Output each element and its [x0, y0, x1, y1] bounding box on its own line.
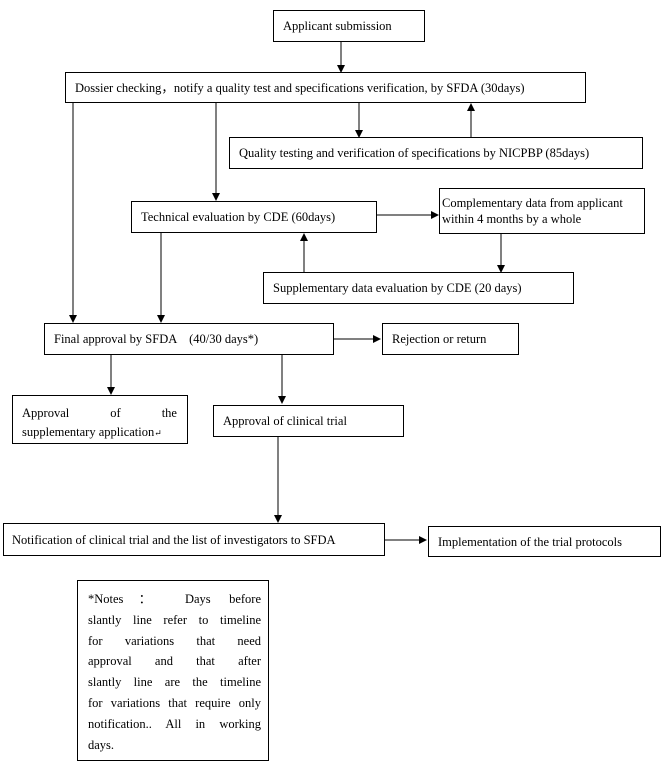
- applicant-submission-label: Applicant submission: [283, 19, 392, 33]
- notes-line-7: notification.. All in working: [88, 716, 261, 731]
- rejection-box: Rejection or return: [382, 323, 519, 355]
- implementation-label: Implementation of the trial protocols: [438, 534, 622, 549]
- supplementary-application-approval-box: Approval of the supplementary applicatio…: [12, 395, 188, 444]
- notes-line-2: slantly line refer to timeline: [88, 612, 261, 627]
- applicant-submission-box: Applicant submission: [273, 10, 425, 42]
- return-mark-icon: ↵: [154, 428, 162, 438]
- dossier-checking-box: Dossier checking，notify a quality test a…: [65, 72, 586, 103]
- notes-line-3: for variations that need: [88, 633, 261, 648]
- final-approval-label: Final approval by SFDA (40/30 days*): [54, 332, 259, 346]
- supplementary-application-label: supplementary application: [22, 425, 155, 439]
- rejection-label: Rejection or return: [392, 332, 487, 346]
- complementary-data-line-2: within 4 months by a whole: [442, 212, 582, 226]
- clinical-trial-approval-box: Approval of clinical trial: [213, 405, 404, 437]
- notification-label: Notification of clinical trial and the l…: [12, 532, 336, 547]
- complementary-data-line-1: Complementary data from applicant: [442, 196, 623, 210]
- supplementary-application-word-approval: Approval: [22, 406, 70, 420]
- supplementary-evaluation-box: Supplementary data evaluation by CDE (20…: [263, 272, 574, 304]
- notes-line-1: *Notes： Days before: [88, 592, 261, 606]
- supplementary-application-line-1: Approval of the: [22, 403, 177, 423]
- technical-evaluation-box: Technical evaluation by CDE (60days): [131, 201, 377, 233]
- notes-line-6: for variations that require only: [88, 695, 261, 710]
- supplementary-evaluation-label: Supplementary data evaluation by CDE (20…: [273, 281, 522, 295]
- dossier-checking-label: Dossier checking，notify a quality test a…: [75, 80, 525, 95]
- final-approval-box: Final approval by SFDA (40/30 days*): [44, 323, 334, 355]
- technical-evaluation-label: Technical evaluation by CDE (60days): [141, 210, 336, 224]
- supplementary-application-line-2: supplementary application↵: [22, 422, 177, 443]
- supplementary-application-word-the: the: [161, 406, 177, 420]
- clinical-trial-approval-label: Approval of clinical trial: [223, 414, 347, 428]
- notes-line-8: days.: [88, 737, 115, 752]
- quality-testing-box: Quality testing and verification of spec…: [229, 137, 643, 169]
- notes-line-4: approval and that after: [88, 654, 261, 669]
- quality-testing-label: Quality testing and verification of spec…: [239, 146, 590, 160]
- complementary-data-box: Complementary data from applicant within…: [439, 188, 645, 234]
- supplementary-application-word-of: of: [110, 406, 121, 420]
- notes-box: *Notes： Days before slantly line refer t…: [77, 580, 269, 761]
- notification-box: Notification of clinical trial and the l…: [3, 523, 385, 556]
- implementation-box: Implementation of the trial protocols: [428, 526, 661, 557]
- notes-line-5: slantly line are the timeline: [88, 675, 261, 690]
